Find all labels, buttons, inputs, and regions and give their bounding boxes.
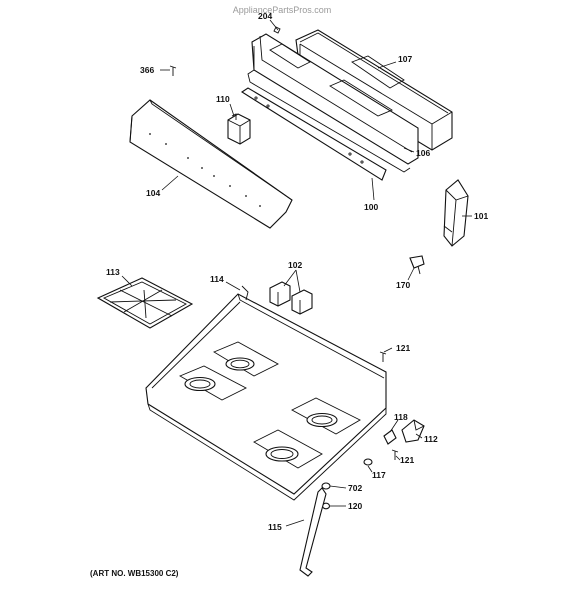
part-106-backguard-frame[interactable]: [247, 33, 419, 173]
callout-107: 107: [398, 54, 412, 64]
callout-118: 118: [394, 412, 408, 422]
callout-labels: 204 107 366 110 104 106 100 101 170 113 …: [106, 11, 488, 532]
callout-110: 110: [216, 94, 230, 104]
part-204-screw[interactable]: [273, 26, 281, 34]
callout-112: 112: [424, 434, 438, 444]
part-114-cooktop[interactable]: [145, 285, 387, 501]
callout-104: 104: [146, 188, 160, 198]
watermark-text: AppliancePartsPros.com: [233, 5, 332, 15]
part-102-bracket-pair[interactable]: [269, 281, 313, 315]
callout-114: 114: [210, 274, 224, 284]
part-702-grommet[interactable]: [321, 482, 331, 490]
callout-100: 100: [364, 202, 378, 212]
callout-170: 170: [396, 280, 410, 290]
part-113-burner-grate[interactable]: [96, 277, 194, 329]
callout-121-upper: 121: [396, 343, 410, 353]
callout-102: 102: [288, 260, 302, 270]
part-107-backsplash-cover[interactable]: [295, 29, 453, 151]
part-117-washer[interactable]: [363, 458, 373, 466]
callout-117: 117: [372, 470, 386, 480]
callout-106: 106: [416, 148, 430, 158]
part-104-control-panel[interactable]: [129, 99, 293, 229]
part-170-screw[interactable]: [409, 255, 425, 275]
part-110-switch-module[interactable]: [227, 113, 251, 145]
callout-115: 115: [268, 522, 282, 532]
part-115-rod[interactable]: [299, 487, 327, 577]
callout-101: 101: [474, 211, 488, 221]
callout-702: 702: [348, 483, 362, 493]
part-100-bracket-strip[interactable]: [240, 87, 387, 181]
callout-366: 366: [140, 65, 154, 75]
part-101-side-bracket[interactable]: [443, 179, 469, 247]
art-number: (ART NO. WB15300 C2): [90, 569, 179, 578]
part-118-clip[interactable]: [383, 429, 397, 445]
callout-204: 204: [258, 11, 272, 21]
part-121-screw-lower[interactable]: [391, 449, 399, 460]
callout-120: 120: [348, 501, 362, 511]
callout-113: 113: [106, 267, 120, 277]
part-121-screw-upper[interactable]: [379, 351, 387, 362]
part-366-screw[interactable]: [169, 65, 177, 76]
callout-121-lower: 121: [400, 455, 414, 465]
leader-lines: [121, 19, 472, 527]
part-112-bracket[interactable]: [401, 419, 425, 443]
